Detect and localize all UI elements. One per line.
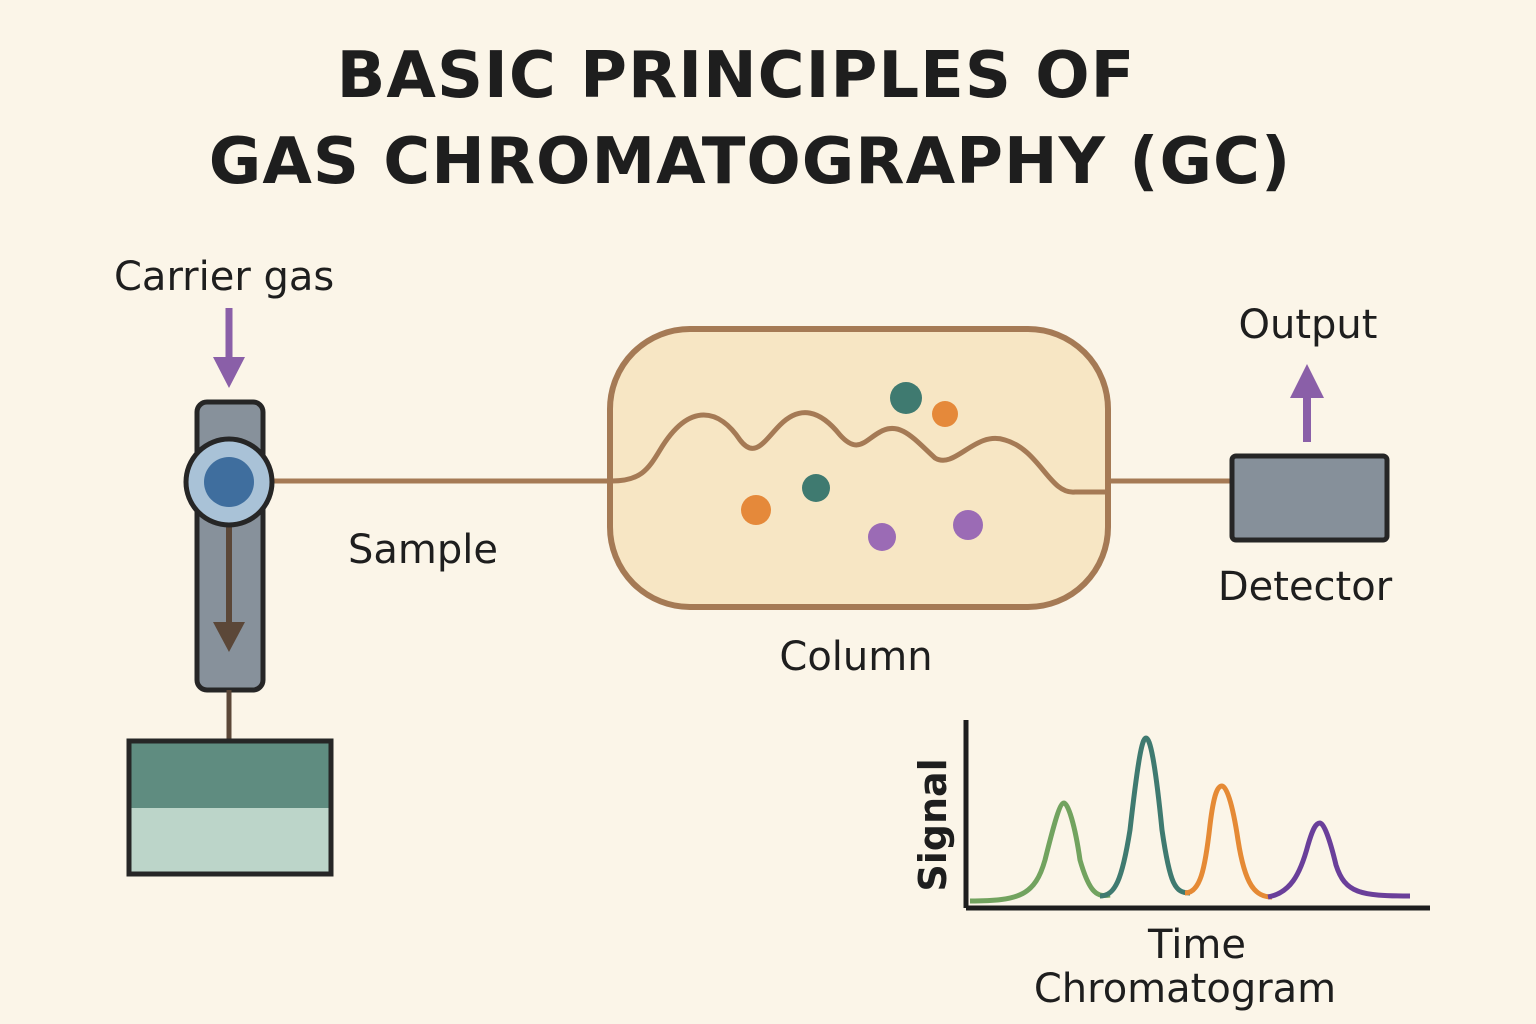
carrier-gas-label: Carrier gas [114,254,334,300]
sample-label: Sample [348,527,498,573]
y-axis-label: Signal [911,758,955,891]
particle-orange [741,495,771,525]
particle-green [802,474,830,502]
chromatogram-peak-1 [969,800,1111,904]
detector [1229,453,1390,543]
column [607,326,1111,610]
chromatogram: Signal Time Chromatogram [911,720,1430,1012]
x-axis-label: Time [1147,922,1246,968]
output-arrow [1290,364,1324,442]
chromatogram-peak-3 [1184,783,1273,900]
chromatogram-title: Chromatogram [1034,966,1336,1012]
title-line-1: BASIC PRINCIPLES OF [337,39,1136,113]
chromatogram-peak-2 [1099,735,1191,899]
particle-orange [932,401,958,427]
particle-purple [868,523,896,551]
sample-reservoir [126,738,334,877]
title-line-2: GAS CHROMATOGRAPHY (GC) [209,125,1291,199]
injector [183,399,275,693]
detector-label: Detector [1218,564,1393,610]
particle-green [890,382,922,414]
carrier-gas-arrow [213,308,245,388]
output-label: Output [1239,302,1378,348]
particle-purple [953,510,983,540]
chromatogram-peak-4 [1267,820,1411,900]
column-path [611,410,1105,495]
column-label: Column [779,634,932,680]
